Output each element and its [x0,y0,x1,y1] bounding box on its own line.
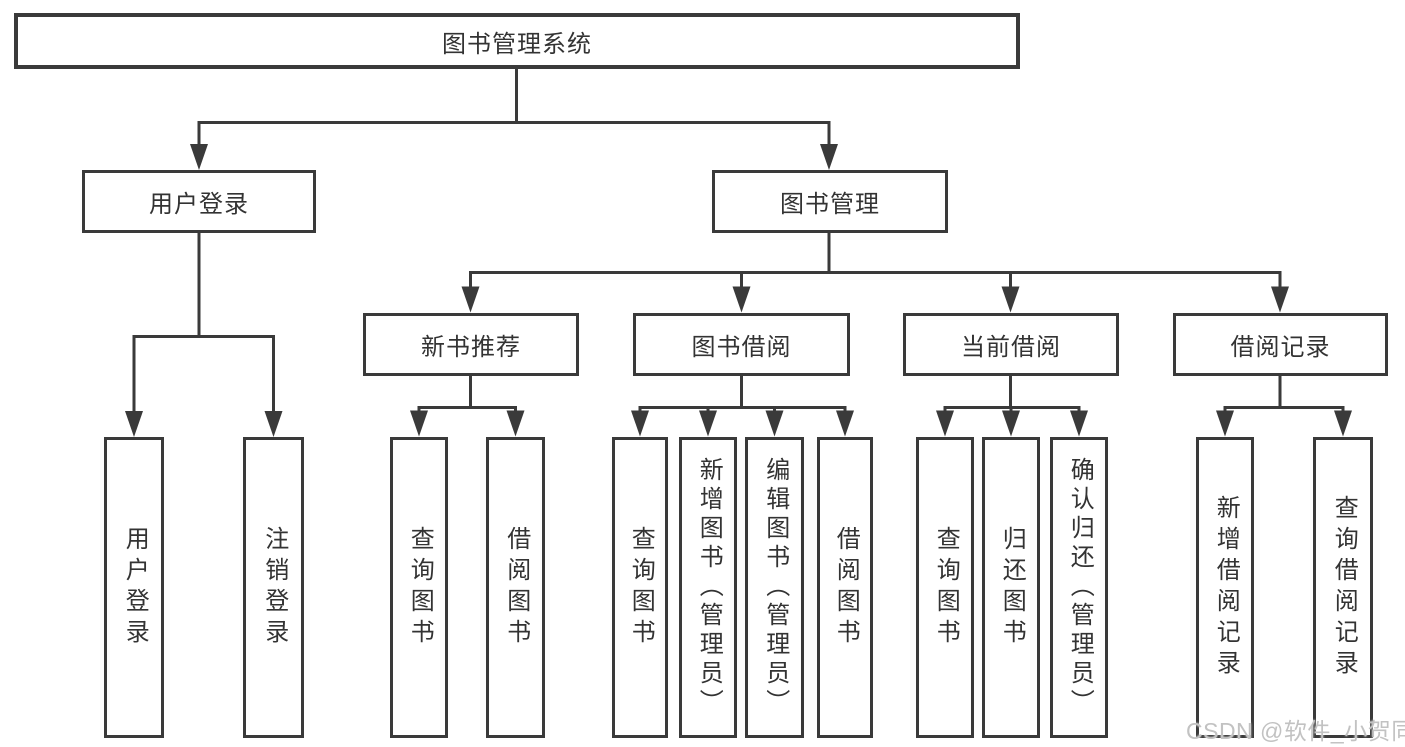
arrow-head [1070,410,1088,437]
leaf-query-books: 查询图书 [612,437,668,738]
csdn-watermark: CSDN @软件_小贺同学 [1186,718,1405,744]
leaf-user-login: 用户登录 [104,437,164,738]
arrow-head [1334,410,1352,437]
leaf-label: 借阅图书 [832,525,860,650]
leaf-query-borrow-record: 查询借阅记录 [1313,437,1373,738]
leaf-label: 借阅图书 [502,525,530,650]
leaf-query-books: 查询图书 [916,437,974,738]
arrow-head [264,411,283,437]
leaf-confirm-return-admin: 确认归还（管理员） [1050,437,1108,738]
leaf-borrow-books: 借阅图书 [817,437,873,738]
leaf-logout: 注销登录 [243,437,304,738]
leaf-label: 注销登录 [260,525,288,650]
arrow-head [1002,410,1020,437]
node-book-borrowing: 图书借阅 [633,313,850,376]
node-label: 新书推荐 [421,334,521,361]
leaf-query-books: 查询图书 [390,437,448,738]
node-new-book-recommendation: 新书推荐 [363,313,579,376]
arrow-head [732,286,751,313]
leaf-borrow-books: 借阅图书 [486,437,545,738]
leaf-add-borrow-record: 新增借阅记录 [1196,437,1254,738]
arrow-head [765,410,784,437]
node-label: 图书管理 [780,191,880,218]
arrow-head [1001,286,1020,313]
node-current-borrowing: 当前借阅 [903,313,1119,376]
arrow-head [410,410,428,437]
arrow-head [936,410,954,437]
node-label: 借阅记录 [1230,334,1331,361]
arrow-head [506,410,525,437]
node-book-management: 图书管理 [712,170,948,233]
leaf-label: 新增借阅记录 [1212,494,1240,681]
arrow-head [820,144,838,170]
leaf-label: 查询图书 [627,525,655,650]
node-label: 用户登录 [149,191,249,218]
arrow-head [1271,286,1289,313]
node-borrowing-records: 借阅记录 [1173,313,1388,376]
leaf-label: 查询图书 [406,525,434,650]
arrow-head [631,410,649,437]
arrow-head [699,410,717,437]
leaf-label: 查询借阅记录 [1330,494,1358,681]
leaf-return-books: 归还图书 [982,437,1040,738]
node-library-management-system: 图书管理系统 [14,13,1020,69]
node-label: 图书借阅 [691,334,792,361]
node-user-login: 用户登录 [82,170,316,233]
leaf-label: 编辑图书（管理员） [761,457,789,718]
node-label: 当前借阅 [961,334,1061,361]
leaf-label: 确认归还（管理员） [1066,457,1094,718]
leaf-label: 查询图书 [932,525,960,650]
leaf-edit-book-admin: 编辑图书（管理员） [745,437,804,738]
arrow-head [190,144,208,170]
leaf-label: 用户登录 [121,525,149,650]
leaf-label: 新增图书（管理员） [695,457,723,718]
arrow-head [836,410,854,437]
arrow-head [461,286,480,313]
arrow-head [125,411,143,437]
leaf-label: 归还图书 [998,525,1026,650]
arrow-head [1216,410,1234,437]
leaf-add-book-admin: 新增图书（管理员） [679,437,737,738]
node-label: 图书管理系统 [442,30,592,58]
